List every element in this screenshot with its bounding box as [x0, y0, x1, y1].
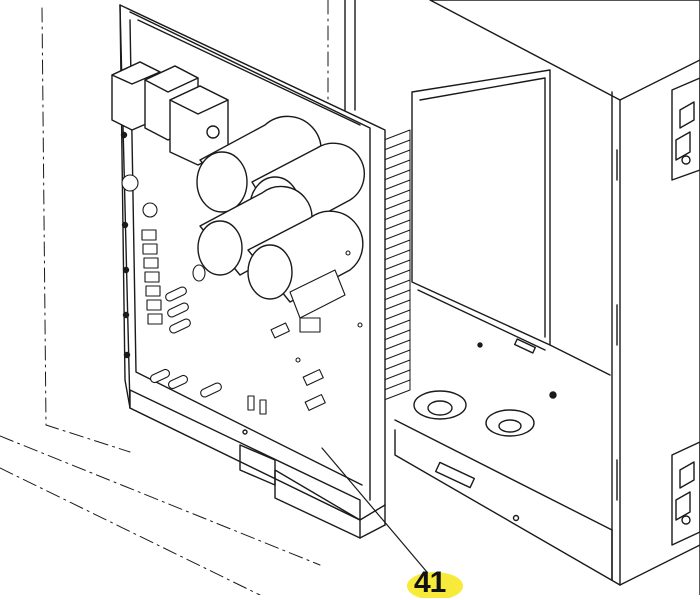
callout-leader-line: [321, 447, 433, 579]
enclosure-box: [344, 0, 700, 596]
mounting-bracket-upper: [671, 77, 700, 181]
explosion-guide-lines: [0, 0, 329, 596]
capacitor-bank: [196, 115, 365, 303]
transformer-blocks: [111, 61, 229, 166]
callout-highlight: [407, 572, 463, 598]
part-number-label: 41: [414, 566, 446, 599]
pcb-small-components: [121, 174, 363, 415]
heatsink-fins: [383, 129, 411, 401]
mounting-bracket-lower: [671, 441, 700, 546]
